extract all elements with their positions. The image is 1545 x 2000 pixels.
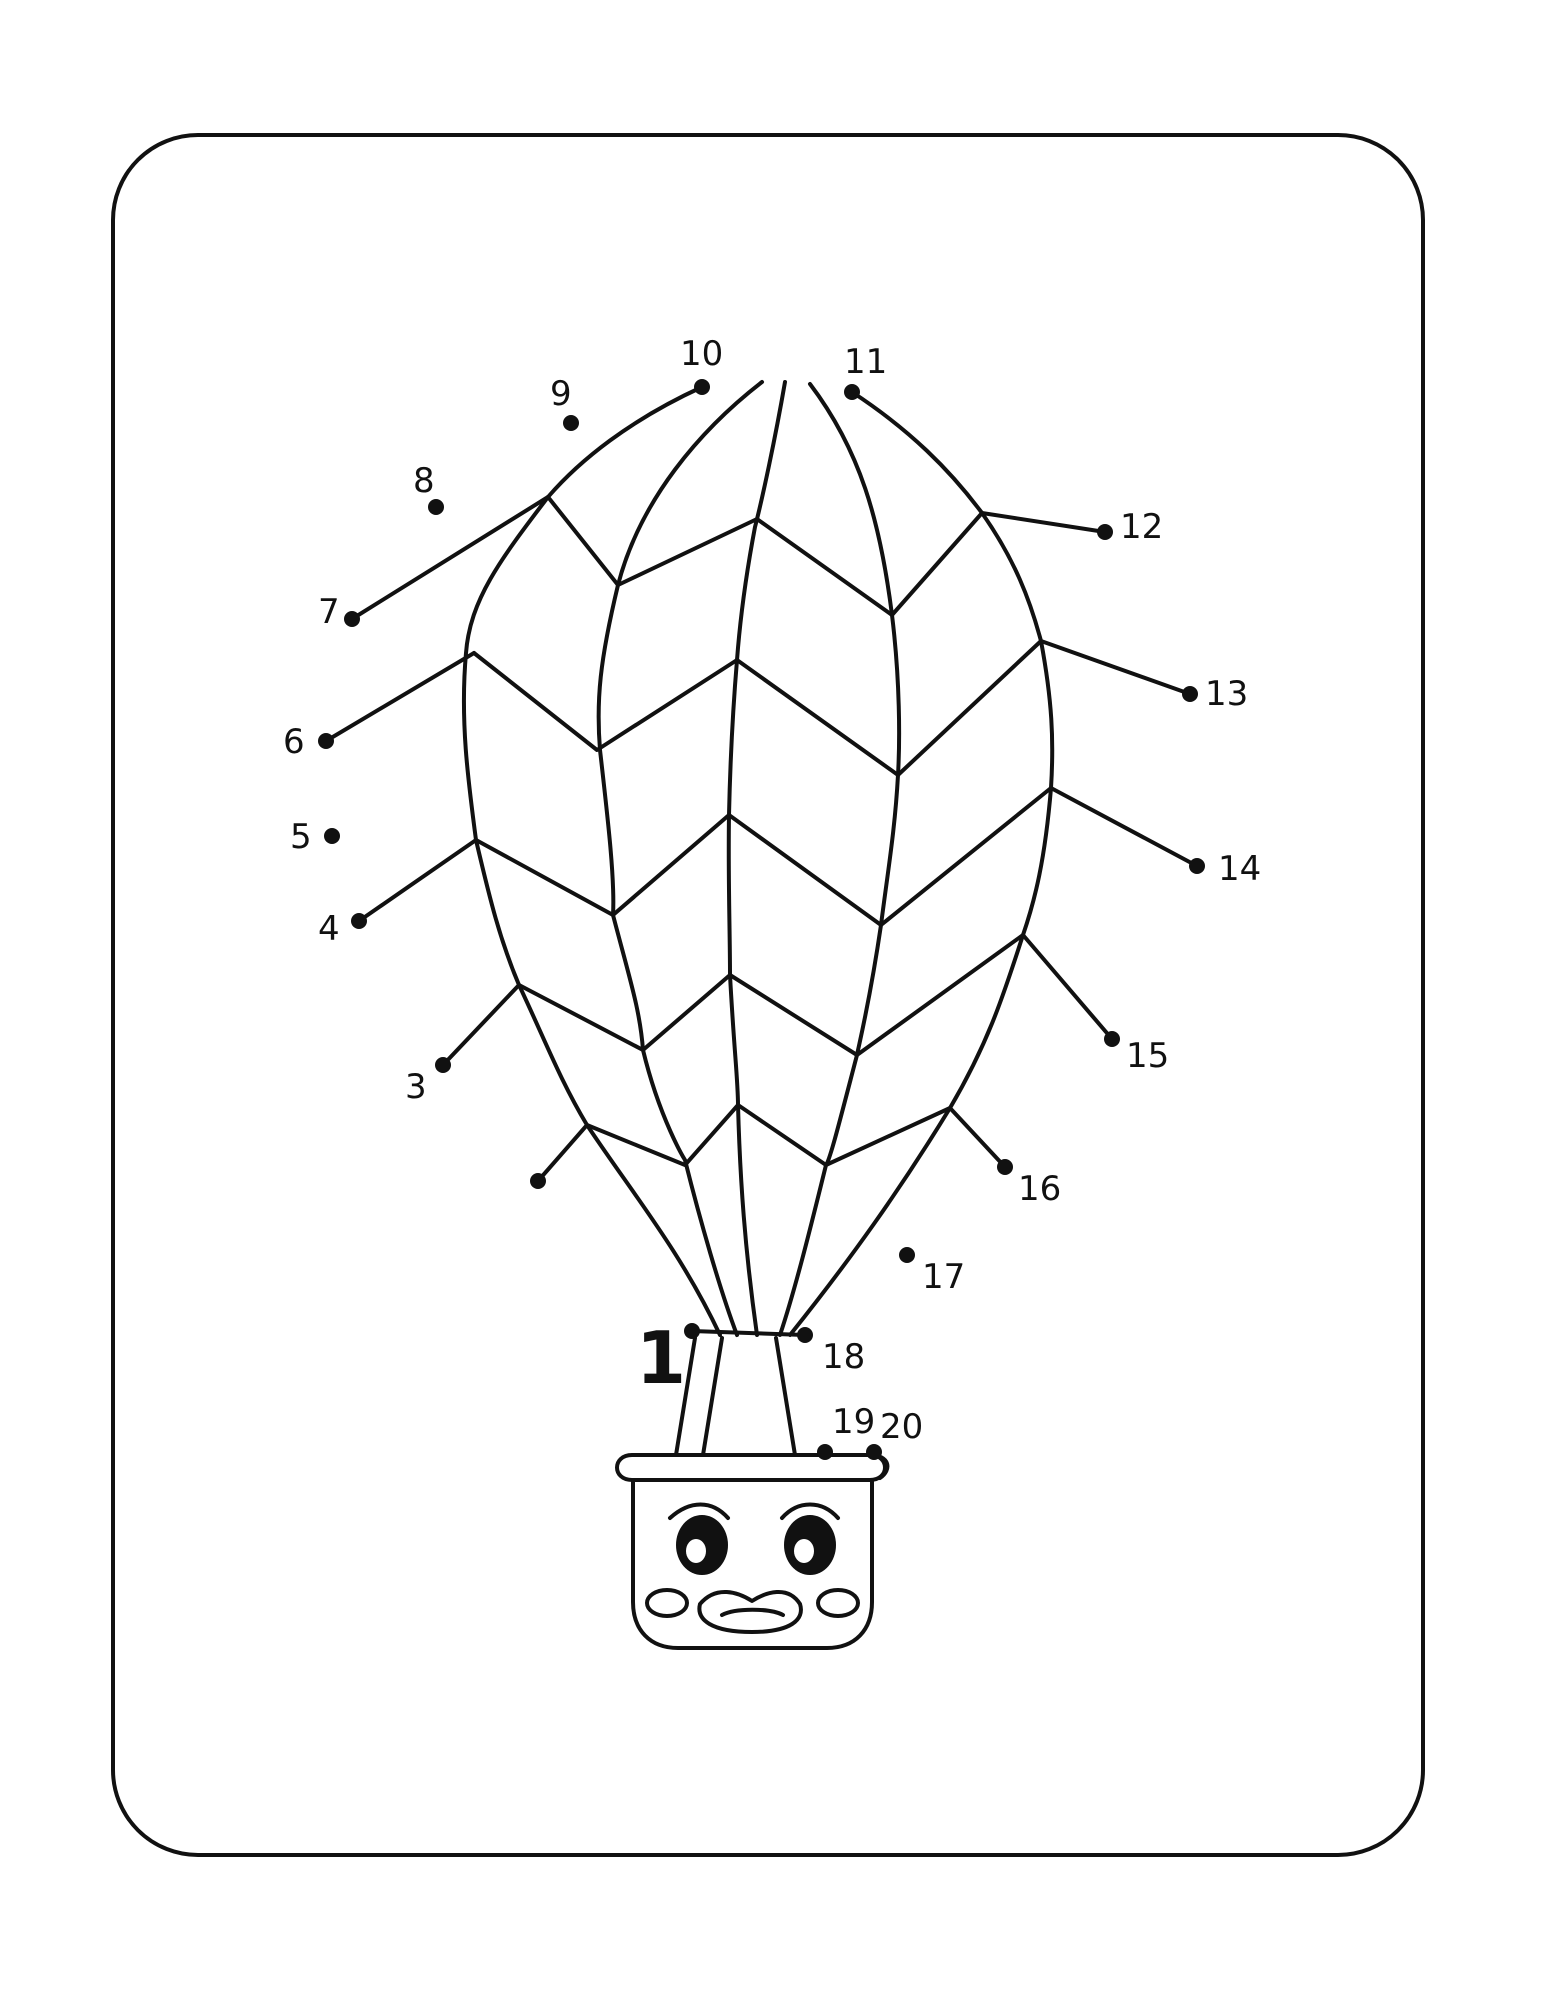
guide-line-14 — [1049, 786, 1199, 868]
dot-11 — [844, 384, 860, 400]
dot-18 — [797, 1327, 813, 1343]
guide-line-15 — [1021, 933, 1114, 1041]
guide-line-7 — [350, 495, 550, 621]
dot-7 — [344, 611, 360, 627]
dot-14 — [1189, 858, 1205, 874]
guide-line-2 — [536, 1123, 589, 1183]
dot-label-6: 6 — [283, 722, 305, 762]
dot-labels: 1 3 4 5 6 7 8 9 10 11 12 13 14 15 16 17 … — [283, 334, 1261, 1447]
chevron-row-5 — [585, 1103, 952, 1167]
right-cheek — [816, 1588, 860, 1618]
dot-4 — [351, 913, 367, 929]
dot-label-18: 18 — [822, 1337, 865, 1377]
guide-line-4 — [357, 838, 478, 923]
chevron-row-3 — [474, 786, 1053, 927]
guide-line-13 — [1039, 639, 1192, 696]
dot-label-14: 14 — [1218, 849, 1261, 889]
dots-layer — [318, 379, 1205, 1460]
dot-8 — [428, 499, 444, 515]
envelope-left-outline — [461, 385, 722, 1337]
basket-body — [631, 1478, 874, 1650]
guide-line-6 — [324, 651, 476, 743]
dot-19 — [817, 1444, 833, 1460]
dot-16 — [997, 1159, 1013, 1175]
dot-label-12: 12 — [1120, 507, 1163, 547]
dot-12 — [1097, 524, 1113, 540]
rope-left-inner — [701, 1336, 724, 1457]
left-eyebrow — [668, 1502, 730, 1520]
guide-line-12 — [980, 511, 1107, 534]
right-eye-highlight — [794, 1539, 814, 1563]
dot-label-13: 13 — [1205, 674, 1248, 714]
dot-9 — [563, 415, 579, 431]
gore-line-1 — [596, 380, 764, 1337]
left-eye-highlight — [686, 1539, 706, 1563]
right-eyebrow — [780, 1502, 840, 1520]
dot-1 — [684, 1323, 700, 1339]
balloon-envelope — [324, 380, 1199, 1337]
dot-17 — [899, 1247, 915, 1263]
dot-label-5: 5 — [290, 817, 312, 857]
dot-label-16: 16 — [1018, 1169, 1061, 1209]
mouth-inner — [720, 1607, 785, 1617]
basket-face — [645, 1502, 860, 1634]
mouth — [697, 1589, 803, 1634]
guide-line-16 — [948, 1106, 1007, 1169]
basket-rim — [615, 1453, 887, 1482]
gore-line-3 — [778, 382, 902, 1337]
dot-label-4: 4 — [318, 909, 340, 949]
dot-label-10: 10 — [680, 334, 723, 374]
dot-label-15: 15 — [1126, 1036, 1169, 1076]
rope-right — [774, 1336, 797, 1457]
page-border — [111, 133, 1425, 1857]
dot-15 — [1104, 1031, 1120, 1047]
chevron-row-1 — [546, 495, 984, 617]
dot-label-9: 9 — [550, 374, 572, 414]
dot-5 — [324, 828, 340, 844]
dot-20 — [866, 1444, 882, 1460]
balloon-basket — [615, 1336, 890, 1650]
guide-line-1-18 — [690, 1329, 807, 1337]
dot-label-7: 7 — [318, 592, 340, 632]
left-cheek — [645, 1588, 689, 1618]
dot-13 — [1182, 686, 1198, 702]
dot-label-8: 8 — [413, 461, 435, 501]
dot-label-1: 1 — [636, 1316, 686, 1400]
rope-left-outer — [674, 1336, 697, 1457]
dot-label-3: 3 — [405, 1067, 427, 1107]
dot-label-11: 11 — [844, 342, 887, 382]
dot-label-19: 19 — [832, 1402, 875, 1442]
dot-10 — [694, 379, 710, 395]
dot-6 — [318, 733, 334, 749]
chevron-row-2 — [472, 639, 1043, 777]
dot-3 — [435, 1057, 451, 1073]
dot-2 — [530, 1173, 546, 1189]
dot-label-20: 20 — [880, 1407, 923, 1447]
gore-line-2 — [726, 380, 787, 1337]
envelope-right-outline — [788, 390, 1055, 1337]
guide-line-3 — [441, 983, 521, 1067]
dot-label-17: 17 — [922, 1257, 965, 1297]
chevron-row-4 — [517, 933, 1025, 1057]
